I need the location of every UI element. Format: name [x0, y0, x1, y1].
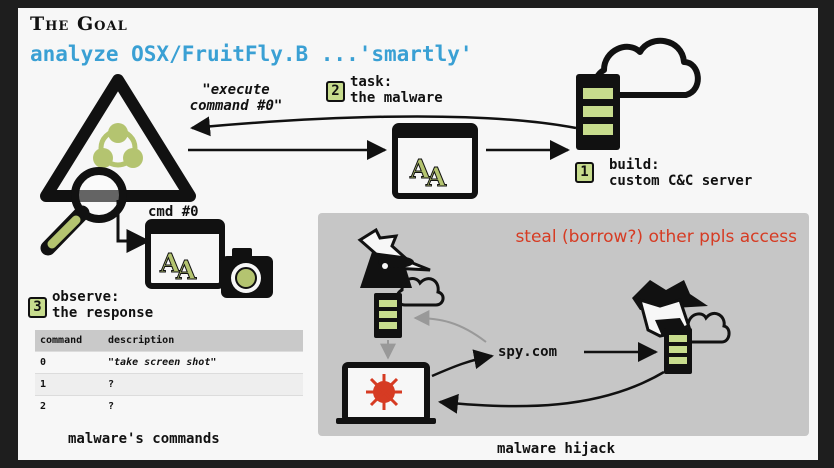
table-cell-description: ? [103, 373, 303, 396]
table-header-row: command description [35, 330, 303, 352]
arrow-server-to-laptop-return [438, 370, 665, 414]
svg-text:A: A [409, 155, 431, 185]
table-row: 1 ? [35, 373, 303, 396]
table-row: 2 ? [35, 395, 303, 417]
spy-icon-right [632, 280, 708, 338]
server-icon [576, 74, 620, 150]
arrow-spy-to-left-server [413, 310, 487, 343]
slide-title: The Goal [30, 13, 128, 35]
cmd-label: cmd #0 [148, 204, 199, 220]
step2-label: 2 task: the malware [326, 74, 443, 106]
hijack-note: steal (borrow?) other ppls access [515, 227, 797, 247]
step3-label: 3 observe: the response [28, 289, 153, 321]
cloud-icon-left [395, 277, 445, 307]
table-cell-description: "take screen shot" [103, 351, 303, 374]
virus-icon [366, 374, 402, 410]
arrow-to-response [116, 200, 151, 253]
svg-text:A: A [425, 163, 447, 193]
magnifier-icon [40, 167, 127, 256]
step2-line2: the malware [350, 90, 443, 106]
hijack-caption: malware hijack [497, 441, 616, 457]
table-row: 0 "take screen shot" [35, 351, 303, 374]
command-quote-line2: command #0" [189, 98, 283, 114]
step1-line1: build: [609, 157, 660, 173]
svg-text:A: A [175, 256, 197, 286]
biohazard-icon [40, 74, 196, 202]
server-icon-right [664, 328, 692, 374]
slide-subtitle: analyze OSX/FruitFly.B ...'smartly' [30, 42, 473, 66]
table-cell-description: ? [103, 395, 303, 417]
table-header-description: description [103, 330, 303, 352]
app-window-icon-task: A A [392, 123, 478, 199]
app-window-icon-response: A A [145, 219, 225, 289]
command-quote-line1: "execute [202, 82, 270, 98]
step2-line1: task: [350, 74, 393, 90]
spy-icon-left [357, 227, 431, 288]
command-quote: "execute command #0" [176, 82, 296, 114]
step3-line2: the response [52, 305, 154, 321]
step1-line2: custom C&C server [609, 173, 753, 189]
arrow-command-to-malware [190, 115, 577, 137]
camera-icon [221, 248, 273, 298]
step1-label: 1 build: custom C&C server [575, 157, 752, 189]
arrow-laptop-to-spycom [431, 349, 494, 378]
table-cell-command: 1 [35, 373, 103, 396]
step3-number: 3 [28, 297, 47, 318]
commands-caption: malware's commands [68, 431, 220, 447]
step2-number: 2 [326, 81, 345, 102]
table-cell-command: 2 [35, 395, 103, 417]
server-icon-left [374, 293, 402, 338]
commands-table: command description 0 "take screen shot"… [35, 330, 303, 417]
step3-line1: observe: [52, 289, 120, 305]
table-header-command: command [35, 330, 103, 352]
spy-domain-label: spy.com [498, 344, 558, 360]
step1-number: 1 [575, 162, 594, 183]
svg-text:A: A [159, 249, 181, 279]
table-cell-command: 0 [35, 351, 103, 374]
